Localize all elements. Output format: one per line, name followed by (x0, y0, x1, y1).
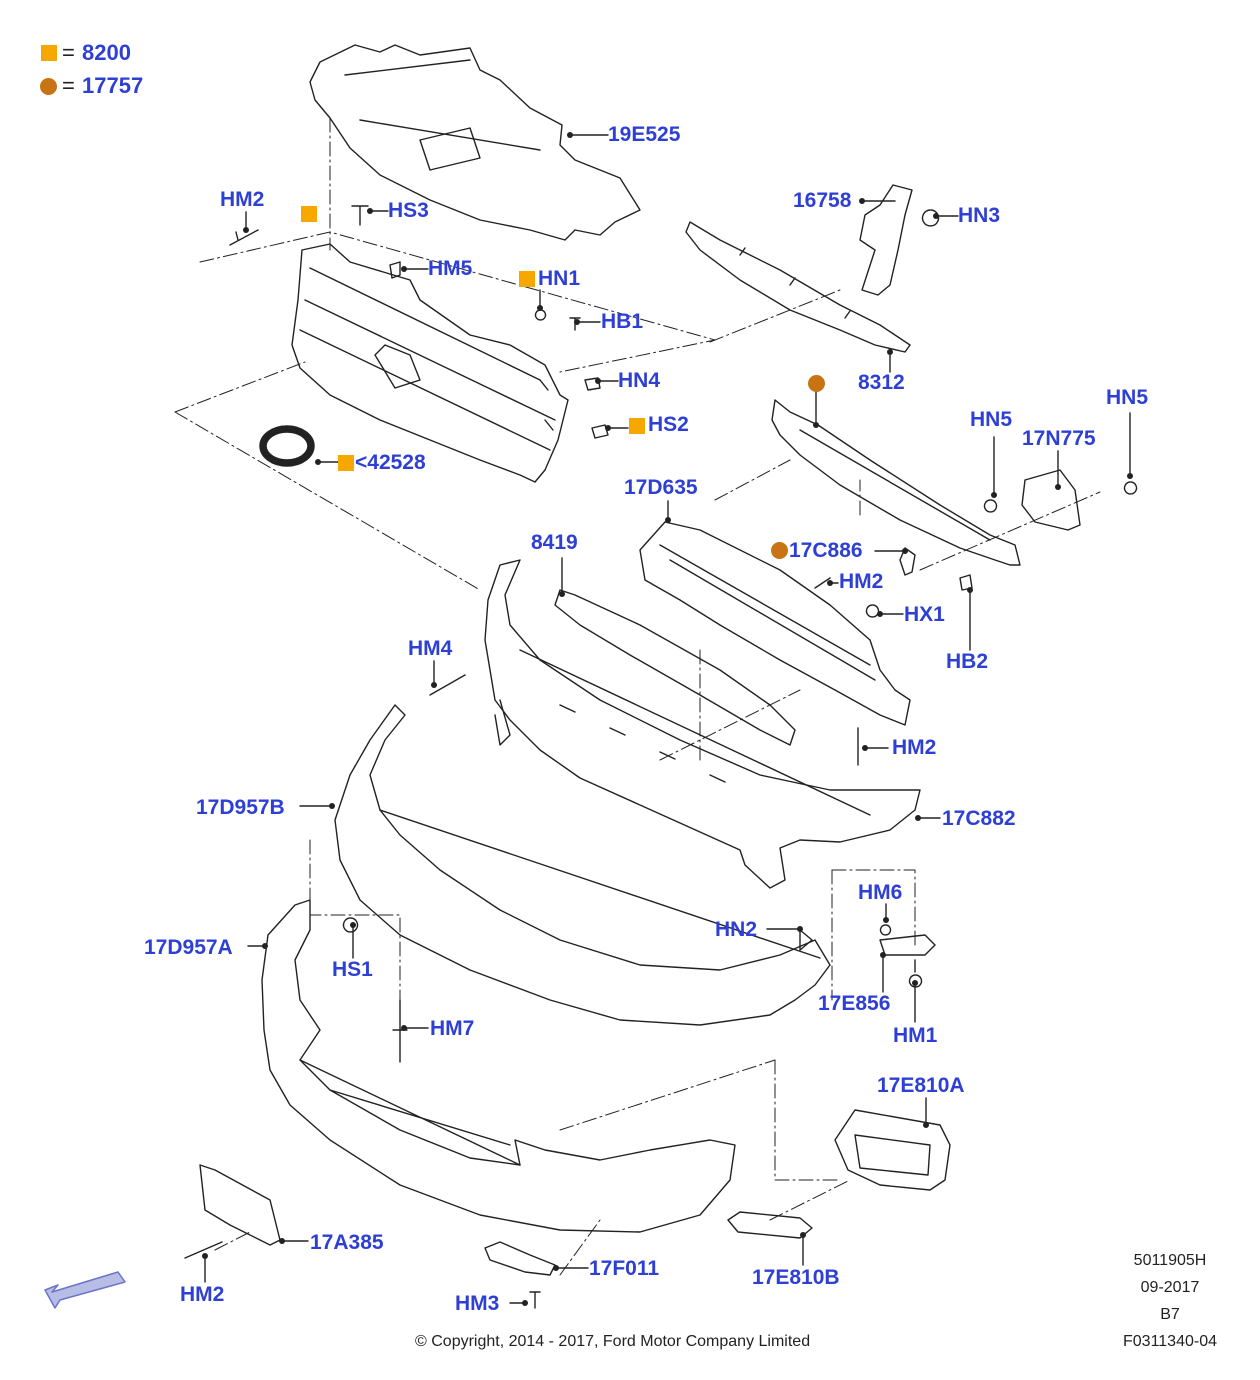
label-8312: 8312 (858, 371, 905, 394)
label-HN5: HN5 (970, 408, 1013, 431)
part-plate-17N775 (1021, 469, 1081, 531)
circle-marker-icon (771, 542, 788, 559)
label-17C882: 17C882 (942, 807, 1016, 830)
label-17C886: 17C886 (789, 539, 863, 562)
front-direction-arrow-icon (44, 1271, 126, 1309)
part-absorber-17C882 (484, 559, 921, 889)
label-HM1: HM1 (893, 1024, 938, 1047)
label-HB1: HB1 (601, 310, 644, 333)
drawing-reference: 5011905H (1133, 1252, 1207, 1269)
label-HM2: HM2 (892, 736, 937, 759)
circle-marker-icon (808, 375, 825, 392)
label-HM5: HM5 (428, 257, 473, 280)
label-HN1: HN1 (538, 267, 581, 290)
part-bracket-16758 (859, 184, 940, 296)
part-cover-17D957A (261, 899, 736, 1233)
label-HM2: HM2 (220, 188, 265, 211)
legend-equals: = (62, 73, 75, 98)
copyright-notice: © Copyright, 2014 - 2017, Ford Motor Com… (415, 1333, 811, 1350)
label-HM6: HM6 (858, 881, 903, 904)
part-grille (291, 243, 569, 483)
legend-square-value: 8200 (82, 40, 131, 65)
figure-number: F0311340-04 (1123, 1333, 1217, 1350)
legend-circle-value: 17757 (82, 73, 144, 98)
part-cover-17F011 (484, 1241, 556, 1276)
part-strip-8419 (554, 589, 796, 746)
part-license-17A385 (199, 1164, 281, 1246)
part-bezel-17E810A (834, 1109, 951, 1191)
label-HM4: HM4 (408, 637, 453, 660)
label-HM2: HM2 (839, 570, 884, 593)
label-HS3: HS3 (388, 199, 429, 222)
legend-equals: = (62, 40, 75, 65)
label-HN2: HN2 (715, 918, 758, 941)
label-HN3: HN3 (958, 204, 1001, 227)
label-17A385: 17A385 (310, 1231, 384, 1254)
label-HS1: HS1 (332, 958, 373, 981)
label-17D957B: 17D957B (196, 796, 285, 819)
label-19E525: 19E525 (608, 123, 681, 146)
square-marker-icon (629, 418, 645, 434)
label-17E856: 17E856 (818, 992, 891, 1015)
label-HN4: HN4 (618, 369, 661, 392)
label-17D635: 17D635 (624, 476, 698, 499)
label-HM3: HM3 (455, 1292, 500, 1315)
part-bar-8312 (685, 221, 911, 353)
square-marker-icon (301, 206, 317, 222)
square-marker-icon (338, 455, 354, 471)
label-17F011: 17F011 (589, 1257, 660, 1280)
part-cover-17D957B (334, 704, 831, 1026)
part-beam (771, 399, 1021, 576)
part-shield-19E525 (309, 44, 641, 241)
drawing-code: B7 (1160, 1306, 1180, 1323)
label-HM2: HM2 (180, 1283, 225, 1306)
label-HM7: HM7 (430, 1017, 475, 1040)
label-17E810A: 17E810A (877, 1074, 965, 1097)
label-HB2: HB2 (946, 650, 989, 673)
label-17D957A: 17D957A (144, 936, 233, 959)
label-42528: <42528 (355, 451, 426, 474)
leader-dots (202, 132, 1133, 1306)
label-HN5: HN5 (1106, 386, 1149, 409)
label-17N775: 17N775 (1022, 427, 1096, 450)
square-marker-icon (41, 45, 57, 61)
label-16758: 16758 (793, 189, 852, 212)
label-HX1: HX1 (904, 603, 945, 626)
fasteners (184, 205, 1138, 1309)
square-marker-icon (519, 271, 535, 287)
part-bracket-17E856 (879, 934, 936, 956)
label-8419: 8419 (531, 531, 578, 554)
part-trim-17E810B (727, 1211, 813, 1239)
label-HS2: HS2 (648, 413, 689, 436)
part-lower-grille (639, 521, 911, 726)
ford-emblem (259, 425, 315, 467)
circle-marker-icon (40, 78, 57, 95)
drawing-date: 09-2017 (1140, 1279, 1200, 1296)
label-17E810B: 17E810B (752, 1266, 840, 1289)
